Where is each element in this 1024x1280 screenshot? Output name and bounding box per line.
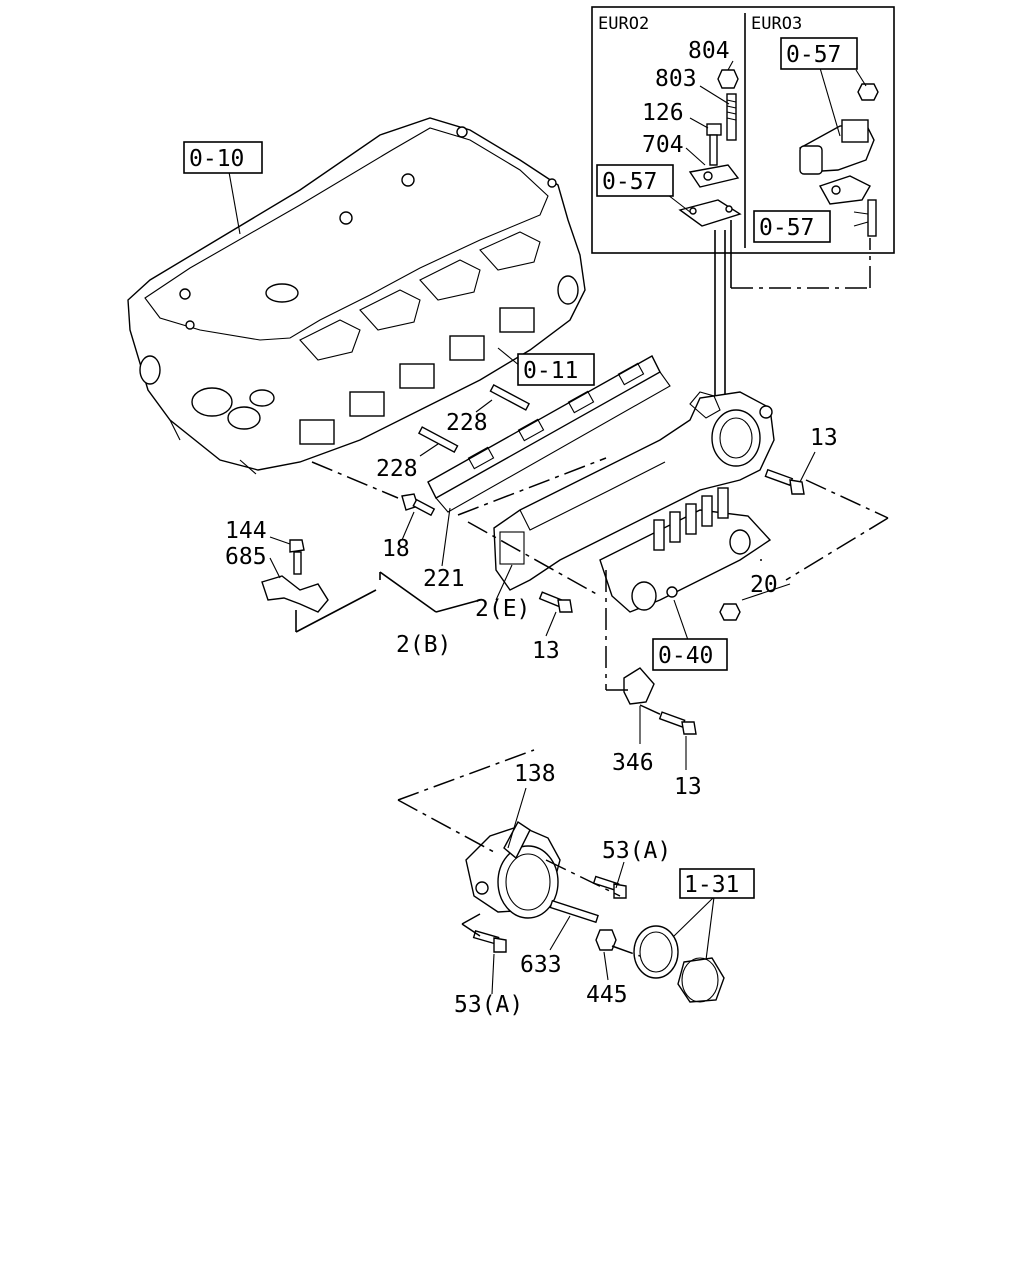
gasket-euro2 bbox=[678, 199, 742, 227]
stud-228-lower bbox=[417, 426, 459, 453]
label-18: 18 bbox=[382, 536, 410, 562]
label-633: 633 bbox=[520, 952, 562, 978]
label-126: 126 bbox=[642, 100, 684, 126]
intake-manifold bbox=[493, 391, 775, 591]
euro2-header: EURO2 bbox=[598, 14, 649, 34]
label-20: 20 bbox=[750, 572, 778, 598]
hose-1-31 bbox=[677, 957, 725, 1003]
bolt-126-shank bbox=[709, 134, 718, 166]
label-2b: 2(B) bbox=[396, 632, 451, 658]
ref-box-0-11 bbox=[517, 353, 595, 386]
label-685: 685 bbox=[225, 544, 267, 570]
label-53a-left: 53(A) bbox=[454, 992, 523, 1018]
euro3-sensor-mount bbox=[799, 83, 879, 237]
nut-804 bbox=[717, 69, 739, 89]
label-13-mid: 13 bbox=[532, 638, 560, 664]
head-outline bbox=[127, 117, 586, 471]
clamp-1-31 bbox=[633, 925, 679, 979]
ref-box-0-57-euro3-bottom bbox=[753, 210, 831, 243]
hose-and-clamp bbox=[633, 925, 725, 1003]
label-144: 144 bbox=[225, 518, 267, 544]
clip-685 bbox=[261, 575, 329, 613]
ref-box-0-57-euro3-top bbox=[780, 37, 858, 70]
manifold-gasket bbox=[417, 355, 671, 513]
manifold-body bbox=[493, 391, 775, 591]
label-445: 445 bbox=[586, 982, 628, 1008]
label-0-10: 0-10 bbox=[189, 146, 244, 172]
ref-box-1-31 bbox=[679, 868, 755, 899]
label-228-lower: 228 bbox=[376, 456, 418, 482]
label-0-57-euro2: 0-57 bbox=[602, 169, 657, 195]
label-0-11: 0-11 bbox=[523, 358, 578, 384]
bracket-704 bbox=[688, 164, 740, 188]
nut-euro3 bbox=[857, 83, 879, 101]
stud-633 bbox=[549, 899, 599, 924]
label-2e: 2(E) bbox=[475, 596, 530, 622]
gasket-euro3 bbox=[818, 175, 871, 205]
stud-euro3 bbox=[867, 199, 877, 237]
fuel-rail bbox=[599, 487, 772, 613]
reference-boxes bbox=[183, 37, 858, 899]
label-804: 804 bbox=[688, 38, 730, 64]
label-138: 138 bbox=[514, 761, 556, 787]
fasteners bbox=[261, 468, 805, 735]
label-0-57-euro3-bottom: 0-57 bbox=[759, 215, 814, 241]
euro3-header: EURO3 bbox=[751, 14, 802, 34]
stud-228-upper bbox=[489, 384, 531, 411]
euro2-sensor-mount bbox=[678, 69, 742, 227]
bolt-13-right bbox=[764, 468, 794, 487]
label-228-upper: 228 bbox=[446, 410, 488, 436]
nut-445 bbox=[595, 929, 617, 951]
ref-box-0-10 bbox=[183, 141, 263, 174]
inset-connectors bbox=[714, 220, 871, 400]
label-13-right: 13 bbox=[810, 425, 838, 451]
bolt-126-head bbox=[706, 123, 722, 136]
bolt-144 bbox=[289, 539, 305, 553]
label-0-57-euro3-top: 0-57 bbox=[786, 42, 841, 68]
label-0-40: 0-40 bbox=[658, 643, 713, 669]
label-346: 346 bbox=[612, 750, 654, 776]
stud-803 bbox=[726, 93, 737, 141]
throttle-body bbox=[465, 820, 627, 953]
label-1-31: 1-31 bbox=[684, 872, 739, 898]
ref-box-0-40 bbox=[652, 638, 728, 671]
bolt-13-low bbox=[658, 711, 686, 728]
label-221: 221 bbox=[423, 566, 465, 592]
label-53a-right: 53(A) bbox=[602, 838, 671, 864]
leader-lines bbox=[228, 171, 816, 995]
label-13-low: 13 bbox=[674, 774, 702, 800]
assembly-lines bbox=[295, 457, 889, 957]
clip-346 bbox=[623, 667, 655, 705]
nut-20 bbox=[719, 603, 741, 621]
part-labels: 804 803 126 704 0-57 0-57 0-57 0-10 0-11… bbox=[189, 38, 841, 1018]
ref-box-0-57-euro2 bbox=[596, 164, 674, 197]
cylinder-head bbox=[127, 117, 586, 475]
label-704: 704 bbox=[642, 132, 684, 158]
label-803: 803 bbox=[655, 66, 697, 92]
